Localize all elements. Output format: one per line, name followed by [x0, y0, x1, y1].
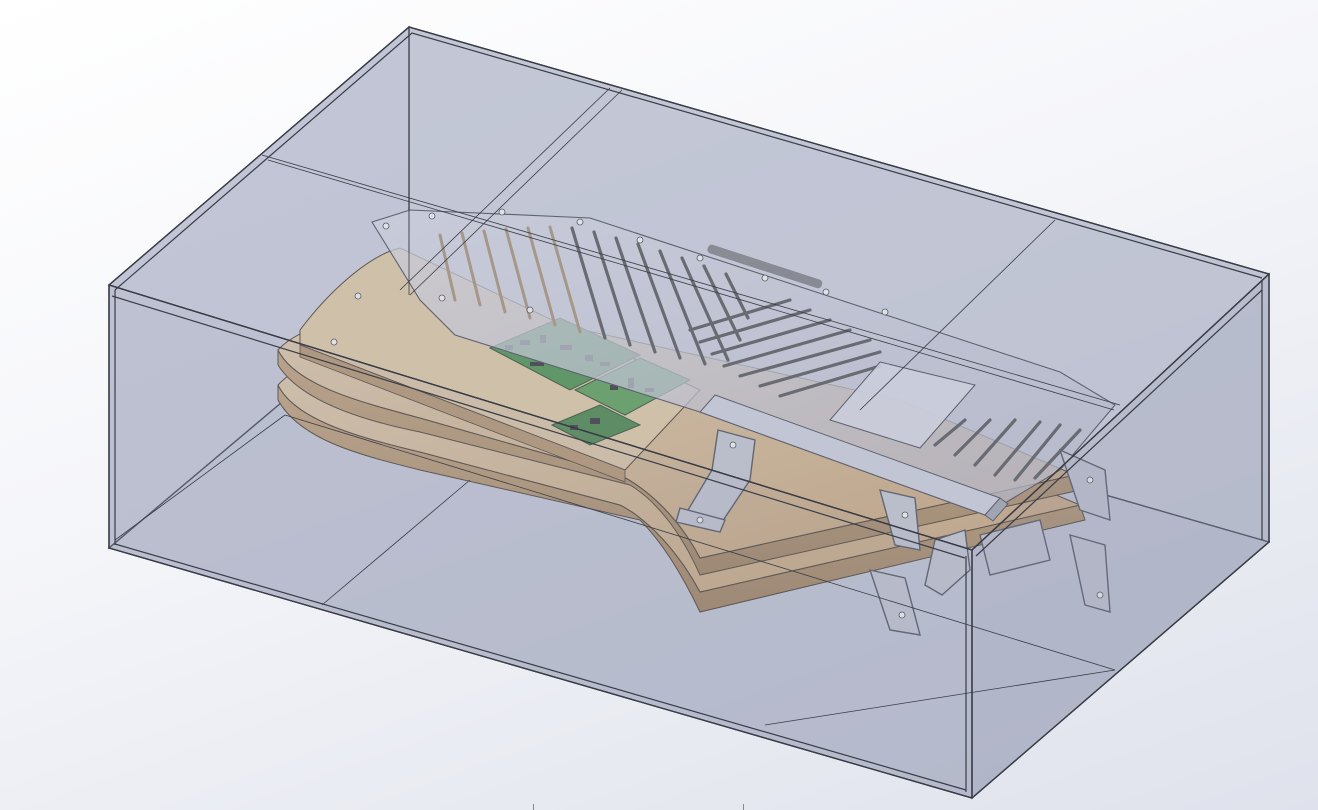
plate-slots — [438, 225, 750, 366]
tick-mark — [533, 804, 534, 810]
plate-diagonal-slots — [688, 298, 882, 398]
bracket-front — [924, 519, 1051, 596]
ruler-ticks — [0, 800, 1318, 810]
grating — [933, 418, 1082, 482]
enclosure-front — [107, 26, 1271, 800]
bracket-right — [1058, 448, 1111, 613]
slotted-top-plate — [330, 208, 1116, 522]
tick-mark — [743, 804, 744, 810]
support-brackets — [675, 429, 1111, 636]
enclosure-edges — [108, 26, 1270, 799]
plate-holes — [330, 208, 889, 346]
long-slot — [707, 244, 823, 289]
